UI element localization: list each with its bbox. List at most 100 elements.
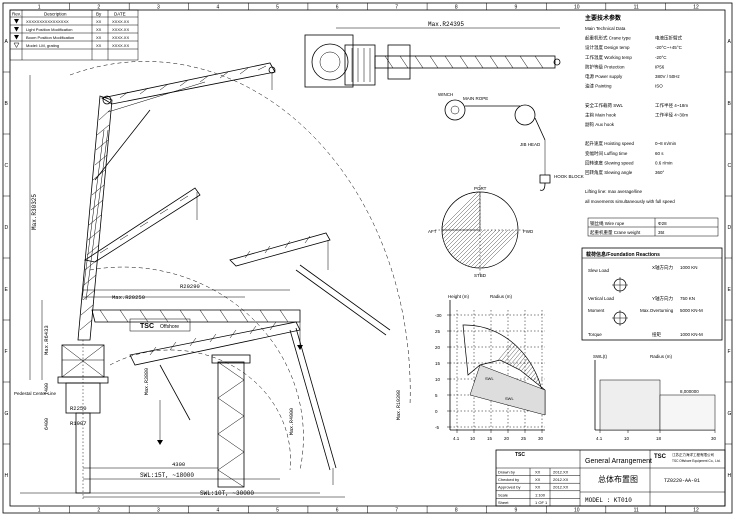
svg-text:XXXX.XX: XXXX.XX <box>112 43 129 48</box>
zone-col-7-bottom: 7 <box>395 508 398 514</box>
dim-r2250: R2250 <box>70 405 87 412</box>
spec-line-9: 主钩 Main hook <box>585 111 617 118</box>
stbd-label: STBD <box>474 273 487 278</box>
dim-6400: 6400 <box>44 418 50 430</box>
spec-small-row-2: 起重机重量 Crane weight <box>590 229 641 236</box>
dim-left-height: Max.R6433 <box>43 325 50 355</box>
load-chart-y-title: SWL(t) <box>593 354 608 359</box>
date-header: DATE <box>114 12 126 17</box>
zone-col-7: 7 <box>395 5 398 11</box>
inner-radius-arc <box>109 349 291 471</box>
svg-text:5000 KN-M: 5000 KN-M <box>680 308 703 313</box>
dim-r19398: Max.R19398 <box>396 390 402 420</box>
zone-row-F-right: F <box>728 349 731 355</box>
zone-col-3-bottom: 3 <box>157 508 160 514</box>
plan-view: Max.R24395 <box>304 21 561 88</box>
rev-row-1: XXXXXXXXXXXXXXXX <box>26 19 69 24</box>
zone-col-2: 2 <box>97 5 100 11</box>
boom-logo: TSC <box>140 323 154 330</box>
drawing-title-cn: 总体布置图 <box>598 474 638 484</box>
spec-value-9: 工作半径 4~30m <box>655 111 688 118</box>
tb-row-val-4: 1 OF 1 <box>535 500 548 505</box>
spec-line-3: 工作温度 Working temp <box>585 54 632 61</box>
spec-line-13: 变幅时间 Luffing time <box>585 150 628 157</box>
spec-value-8: 工作半径 4~18m <box>655 102 688 109</box>
spec-value-4: IP56 <box>655 64 665 69</box>
spec-line-5: 电源 Power supply <box>585 73 623 80</box>
zone-row-C: C <box>5 163 9 169</box>
dim-boom-len: Max.R20250 <box>112 294 145 301</box>
tb-row-date-2: 2012.XX <box>553 485 569 490</box>
spec-value-3: -20°C <box>655 55 667 60</box>
spec-line-10: 副钩 Aux hook <box>585 121 615 128</box>
dim-swl2: SWL:10T, ~30000 <box>200 490 254 497</box>
zone-row-H: H <box>5 473 9 479</box>
zone-row-A: A <box>5 39 9 45</box>
range-x-tick-2: 15 <box>487 436 493 441</box>
revision-table: Rev. Description By DATE XXXXXXXXXXXXXXX… <box>9 9 139 61</box>
load-box-title: 载荷信息/Foundation Reactions <box>586 251 660 258</box>
dim-r1907: R1907 <box>70 420 87 427</box>
tb-logo: TSC <box>654 454 667 460</box>
zone-col-1-bottom: 1 <box>38 508 41 514</box>
slewing-hatch <box>442 192 518 268</box>
aft-label: AFT <box>428 229 437 234</box>
range-y-tick-0: -30 <box>435 313 442 318</box>
tb-dwg-no: TZ0220-AA-01 <box>664 478 700 484</box>
pedestal <box>20 340 320 500</box>
spec-value-6: ISO <box>655 84 663 89</box>
svg-text:XXXX.XX: XXXX.XX <box>112 35 129 40</box>
load-chart-label: 8,000000 <box>680 389 699 394</box>
range-hatch-2: SWL <box>505 396 514 401</box>
zone-row-F: F <box>5 349 8 355</box>
load-box: 载荷信息/Foundation Reactions Slew Load X轴方向… <box>581 247 723 341</box>
model-label: MODEL : KT010 <box>585 497 632 504</box>
spec-line-15: 回转角度 Slewing angle <box>585 169 633 176</box>
tb-row-key-4: Sheet <box>498 500 509 505</box>
zone-row-D: D <box>5 225 9 231</box>
spec-line-0: Main Technical Data <box>585 26 626 31</box>
load-row-1-key: Slew Load <box>588 268 610 273</box>
zone-row-B: B <box>5 101 9 107</box>
load-row-4-key: Torque <box>588 332 602 337</box>
spec-line-12: 起升速度 Hoisting speed <box>585 140 635 147</box>
svg-text:35t: 35t <box>658 230 665 235</box>
spec-line-8: 安全工作载荷 SWL <box>585 102 623 109</box>
load-bar-low <box>659 394 716 431</box>
tb-row-val-3: 1:100 <box>535 492 546 497</box>
zone-row-G-right: G <box>728 411 732 417</box>
dim-mast-height: Max.R30325 <box>31 194 38 230</box>
zone-row-E-right: E <box>728 287 732 293</box>
load-x-tick-2: 18 <box>656 436 662 441</box>
zone-col-1: 1 <box>38 5 41 11</box>
tb-row-key-1: Checked by <box>498 477 519 482</box>
range-y-tick-1: 25 <box>435 329 441 334</box>
port-label: PORT <box>474 186 487 191</box>
crane-elevation: TSC Offshore <box>14 61 411 500</box>
spec-line-2: 设计温度 Design temp <box>585 44 630 51</box>
upright-boom <box>77 62 276 341</box>
dim-r4900: Max.R4900 <box>289 408 295 435</box>
range-y-tick-2: 20 <box>435 345 441 350</box>
lattice-tower <box>211 354 251 488</box>
rope-reeving-diagram: WINCH MAIN ROPE JIB HEAD HOOK BLOCK <box>438 92 584 191</box>
svg-text:Max.Overturning: Max.Overturning <box>640 308 674 313</box>
zone-col-5-bottom: 5 <box>276 508 279 514</box>
tb-company-name: 江苏正力海洋工程有限公司 <box>672 452 714 457</box>
spec-line-14: 回转速度 Slewing speed <box>585 159 634 166</box>
rev-triangle-icon <box>14 35 19 40</box>
load-x-tick-1: 10 <box>624 436 630 441</box>
svg-text:Offshore: Offshore <box>160 324 179 330</box>
tb-row-val-2: XX <box>535 485 541 490</box>
svg-text:扭矩: 扭矩 <box>652 331 661 338</box>
desc-header: Description <box>44 12 67 17</box>
rev-row-3: Boom Position Modification <box>26 35 74 40</box>
load-row-2-key: Vertical Load <box>588 296 615 301</box>
range-y-tick-4: 10 <box>435 377 441 382</box>
range-y-tick-6: 0 <box>435 409 438 414</box>
spec-value-1: 电液压折臂式 <box>655 35 682 42</box>
hook-block-label: HOOK BLOCK <box>554 174 584 179</box>
svg-text:X轴方向力: X轴方向力 <box>652 264 674 271</box>
